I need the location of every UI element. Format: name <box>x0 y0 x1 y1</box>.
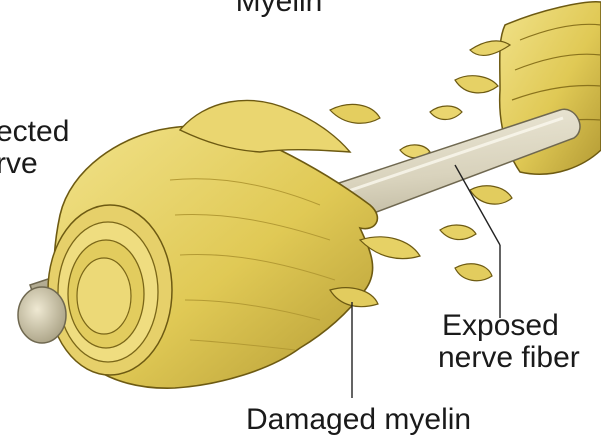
fiber-cut-end <box>18 287 66 343</box>
label-myelin: Myelin <box>214 0 344 18</box>
label-affected-nerve: ected rve <box>0 116 69 179</box>
label-affected-nerve-line1: ected <box>0 116 69 148</box>
label-exposed-line1: Exposed <box>438 310 580 342</box>
label-exposed-nerve-fiber: Exposed nerve fiber <box>438 310 580 373</box>
label-exposed-line2: nerve fiber <box>438 342 580 374</box>
damaged-myelin-left <box>48 100 420 388</box>
label-affected-nerve-line2: rve <box>0 148 69 180</box>
label-damaged-myelin: Damaged myelin <box>246 404 471 436</box>
